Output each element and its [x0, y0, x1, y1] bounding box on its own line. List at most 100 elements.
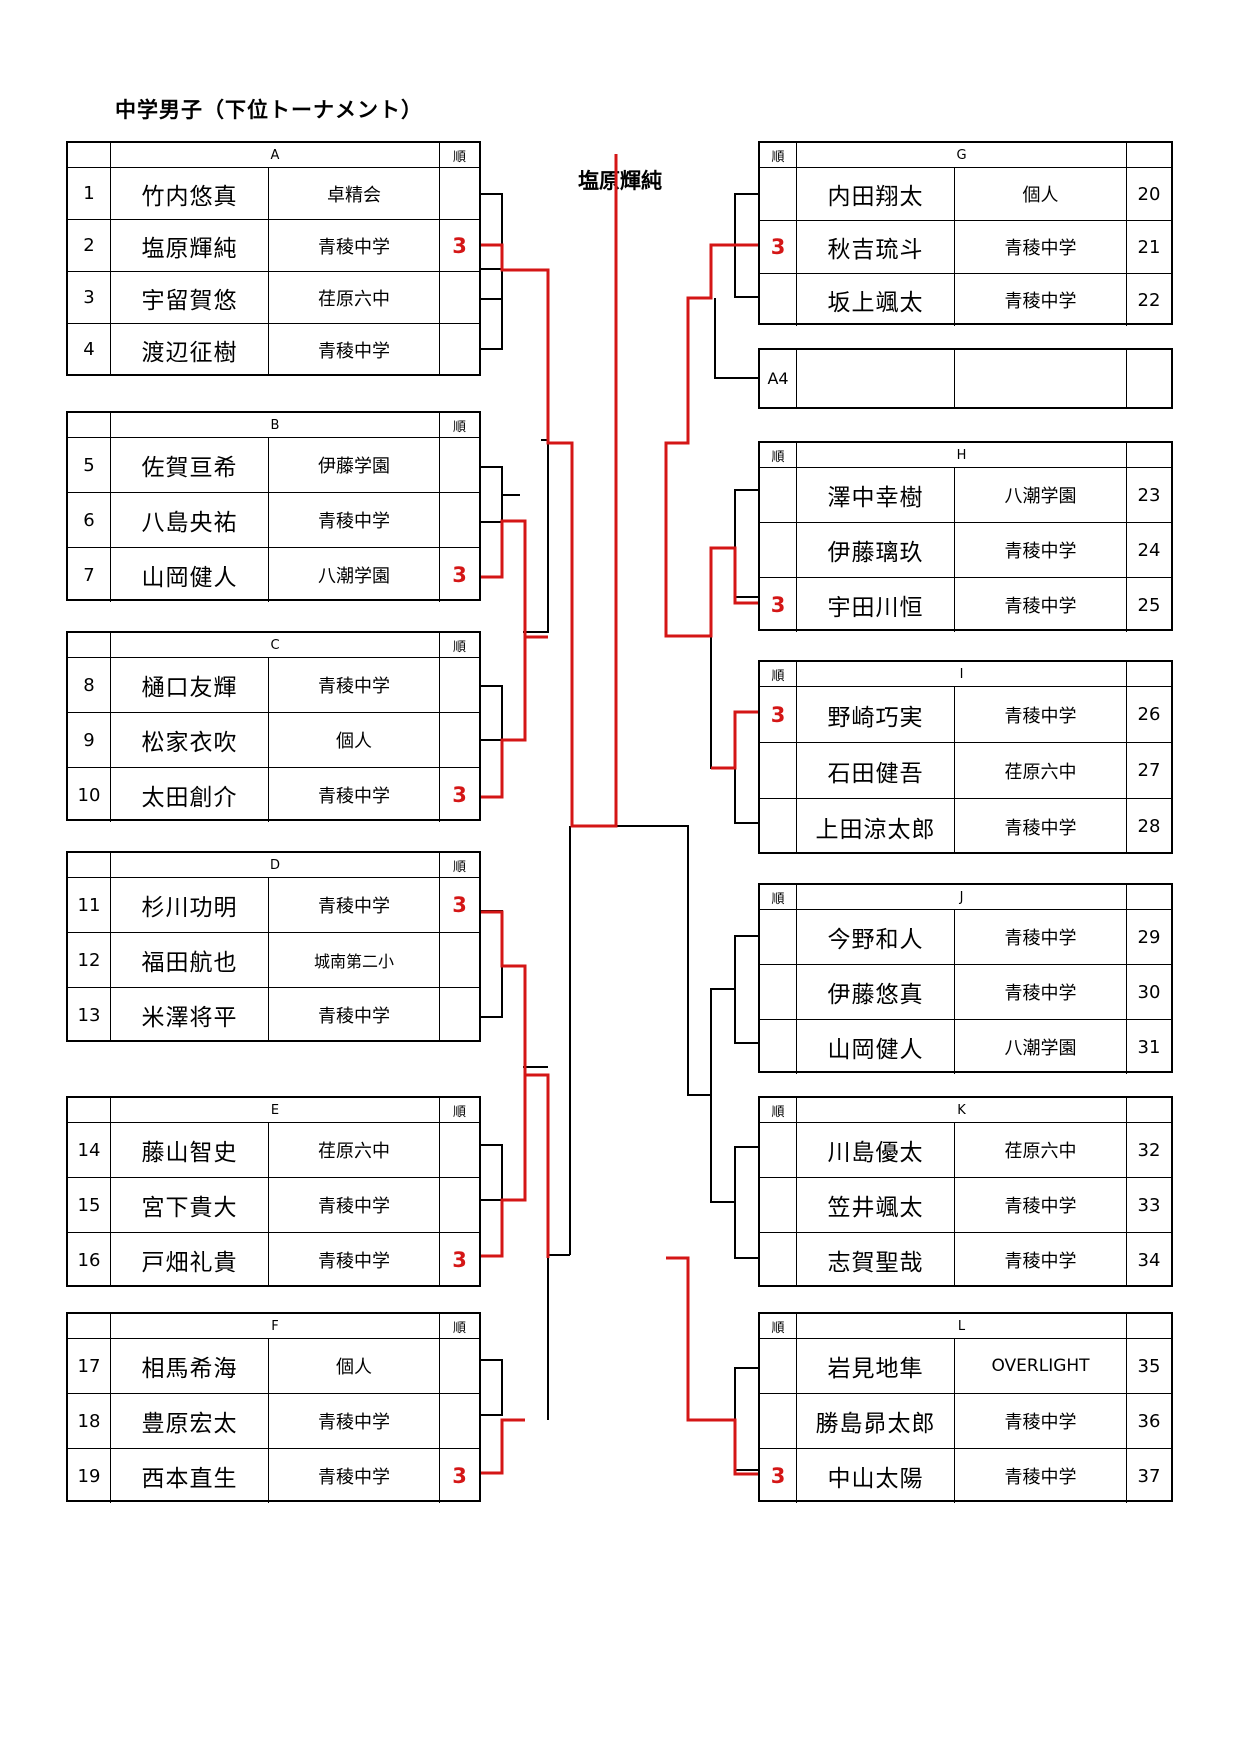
player-name: 中山太陽	[796, 1449, 954, 1503]
team-name	[954, 350, 1126, 407]
seed-number: 12	[77, 949, 101, 971]
seed-number: 32	[1126, 1123, 1171, 1177]
player-name: 勝島昴太郎	[796, 1394, 954, 1448]
rank-value	[439, 168, 479, 219]
player-name: 米澤将平	[110, 988, 268, 1042]
seed-number: 22	[1126, 274, 1171, 326]
player-name: 相馬希海	[110, 1339, 268, 1393]
player-name: 藤山智史	[110, 1123, 268, 1177]
player-name: 笠井颯太	[796, 1178, 954, 1232]
team-name: 青稜中学	[268, 878, 439, 932]
team-name: 青稜中学	[268, 1178, 439, 1232]
seed-number: 18	[77, 1410, 101, 1432]
group-label: A	[110, 143, 439, 167]
seed-number: 1	[83, 183, 95, 204]
group-label: C	[110, 633, 439, 657]
rank-header: 順	[439, 413, 479, 437]
player-name: 塩原輝純	[110, 220, 268, 271]
group-label: K	[796, 1098, 1126, 1122]
player-name: 八島央祐	[110, 493, 268, 547]
winner-line	[481, 635, 527, 799]
rank-value	[760, 1020, 796, 1074]
rank-value	[439, 988, 479, 1042]
rank-value	[760, 1123, 796, 1177]
team-name: 青稜中学	[954, 523, 1126, 577]
player-name: 伊藤悠真	[796, 965, 954, 1019]
team-name: 青稜中学	[954, 965, 1126, 1019]
rank-value: 3	[439, 768, 479, 822]
player-name: 宇田川恒	[796, 578, 954, 632]
bracket-line	[481, 193, 503, 350]
team-name: OVERLIGHT	[954, 1339, 1126, 1393]
team-name: 荏原六中	[268, 272, 439, 323]
team-name: 荏原六中	[954, 1123, 1126, 1177]
seed-number: 6	[83, 509, 95, 531]
team-name: 青稜中学	[954, 687, 1126, 742]
group-label: I	[796, 662, 1126, 686]
bracket-line	[481, 685, 503, 741]
winner-line	[711, 710, 758, 770]
group-label: G	[796, 143, 1126, 167]
team-name: 青稜中学	[954, 578, 1126, 632]
seed-number: 30	[1126, 965, 1171, 1019]
rank-value: 3	[439, 1449, 479, 1503]
player-name: 太田創介	[110, 768, 268, 822]
player-name: 伊藤璃玖	[796, 523, 954, 577]
team-name: 青稜中学	[268, 220, 439, 271]
team-name: 青稜中学	[954, 799, 1126, 854]
bracket-line	[481, 1144, 503, 1201]
rank-header: 順	[439, 853, 479, 877]
bracket-line	[714, 298, 758, 379]
player-name: 内田翔太	[796, 168, 954, 220]
rank-value: 3	[770, 702, 786, 727]
rank-value: 3	[439, 548, 479, 602]
seed-number: 25	[1126, 578, 1171, 632]
rank-value	[760, 168, 796, 220]
seed-number: 21	[1126, 221, 1171, 273]
rank-value	[439, 1178, 479, 1232]
rank-value	[439, 438, 479, 492]
rank-value	[760, 1339, 796, 1393]
seed-number: 34	[1126, 1233, 1171, 1287]
rank-value	[760, 743, 796, 798]
player-name: 宇留賀悠	[110, 272, 268, 323]
team-name: 青稜中学	[954, 1178, 1126, 1232]
rank-value	[760, 1233, 796, 1287]
seed-number: 5	[83, 454, 95, 476]
bracket-line	[734, 1367, 758, 1471]
rank-value	[760, 523, 796, 577]
team-name: 青稜中学	[954, 1449, 1126, 1503]
rank-header: 順	[439, 1098, 479, 1122]
team-name: 八潮学園	[954, 468, 1126, 522]
player-name: 澤中幸樹	[796, 468, 954, 522]
player-name: 佐賀亘希	[110, 438, 268, 492]
rank-value	[439, 933, 479, 987]
winner-line	[481, 1418, 525, 1475]
seed-number: 13	[77, 1004, 101, 1026]
rank-value: 3	[770, 593, 786, 617]
seed-number: 15	[77, 1194, 101, 1216]
player-name: 宮下貴大	[110, 1178, 268, 1232]
player-name: 戸畑礼貴	[110, 1233, 268, 1287]
rank-value	[760, 1394, 796, 1448]
rank-value: 3	[439, 878, 479, 932]
group-label: E	[110, 1098, 439, 1122]
seed-number: 16	[77, 1249, 101, 1271]
seed-number: 26	[1126, 687, 1171, 742]
